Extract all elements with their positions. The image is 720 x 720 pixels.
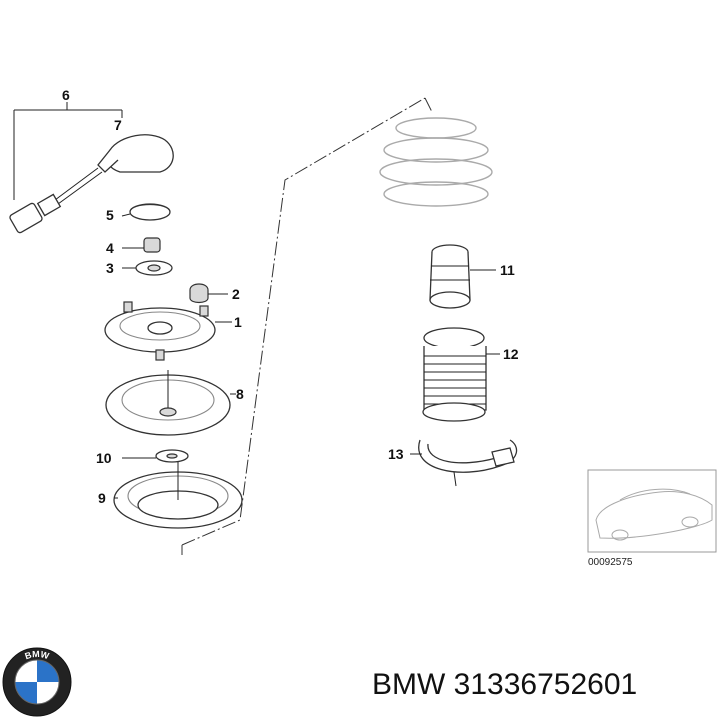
callout-9: 9 bbox=[98, 490, 106, 506]
callout-10: 10 bbox=[96, 450, 112, 466]
part-spring-seat-upper bbox=[105, 370, 236, 436]
part-sensor-cable bbox=[9, 102, 174, 234]
brand-name: BMW bbox=[372, 668, 446, 701]
callout-12: 12 bbox=[503, 346, 519, 362]
callout-7: 7 bbox=[114, 117, 122, 133]
part-title: BMW 31336752601 bbox=[372, 668, 637, 702]
coil-spring bbox=[379, 117, 493, 207]
callout-5: 5 bbox=[106, 207, 114, 223]
bmw-logo: BMW bbox=[2, 647, 72, 717]
part-number: 31336752601 bbox=[453, 668, 638, 701]
part-dust-boot bbox=[422, 327, 500, 422]
callout-2: 2 bbox=[232, 286, 240, 302]
callout-3: 3 bbox=[106, 260, 114, 276]
callout-6: 6 bbox=[62, 87, 70, 103]
svg-text:BMW: BMW bbox=[24, 649, 51, 661]
callout-13: 13 bbox=[388, 446, 404, 462]
part-spring-pad-ring bbox=[410, 439, 518, 487]
callout-8: 8 bbox=[236, 386, 244, 402]
part-small-nut bbox=[189, 283, 228, 304]
callout-1: 1 bbox=[234, 314, 242, 330]
part-spring-seat-lower bbox=[113, 462, 243, 529]
callout-11: 11 bbox=[500, 262, 515, 278]
part-bump-stop bbox=[429, 244, 496, 309]
callout-4: 4 bbox=[106, 240, 114, 256]
part-washer bbox=[122, 260, 173, 276]
vehicle-thumbnail bbox=[587, 469, 717, 553]
diagram-reference-code: 00092575 bbox=[588, 557, 633, 568]
part-strut-mount bbox=[104, 301, 232, 361]
assembly-separator-line bbox=[181, 97, 433, 555]
part-nut bbox=[122, 237, 161, 253]
logo-lettering: BMW bbox=[24, 649, 51, 661]
part-cap bbox=[121, 203, 171, 221]
part-pad bbox=[122, 449, 189, 463]
